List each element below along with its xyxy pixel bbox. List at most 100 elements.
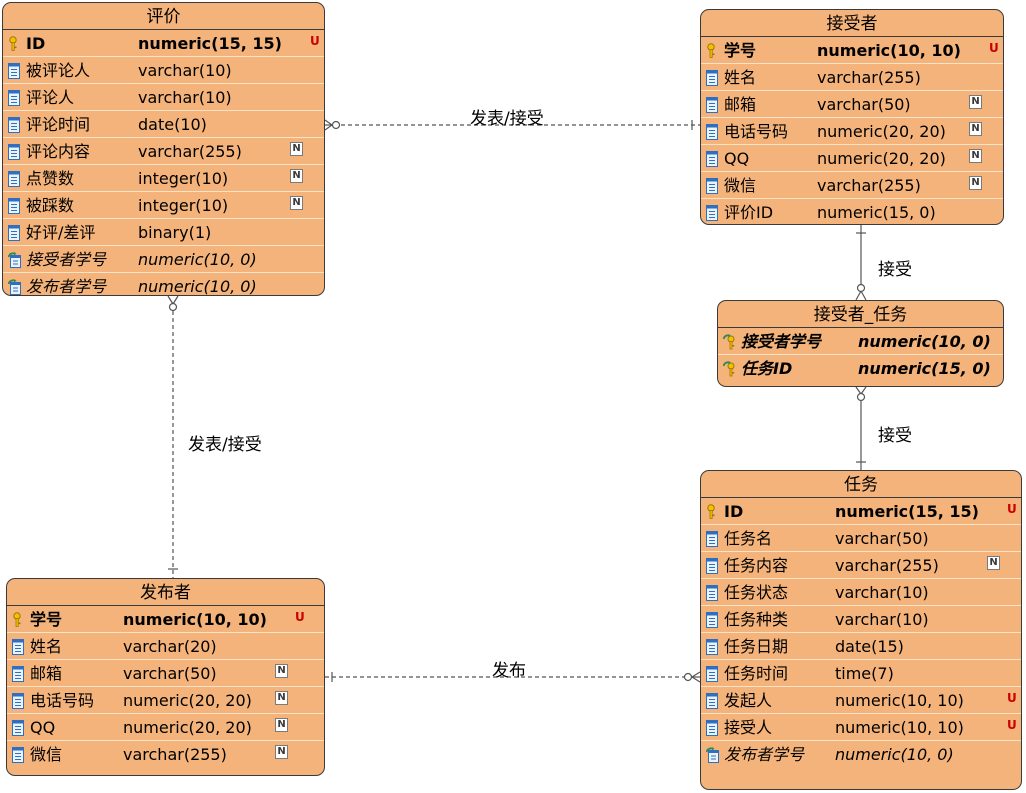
column-name: 点赞数 bbox=[26, 169, 75, 188]
column-type: varchar(50) bbox=[123, 664, 217, 683]
column-name: ID bbox=[26, 34, 46, 53]
column-type: binary(1) bbox=[138, 223, 212, 242]
nullable-flag: N bbox=[969, 95, 982, 109]
column-icon bbox=[12, 744, 24, 763]
column-name: 姓名 bbox=[724, 68, 757, 87]
unique-flag: U bbox=[1007, 502, 1017, 516]
column-row[interactable]: 发布者学号 numeric(10, 0) bbox=[3, 273, 324, 296]
nullable-flag: N bbox=[275, 718, 288, 732]
column-type: varchar(20) bbox=[123, 637, 217, 656]
column-name: 接受者学号 bbox=[741, 332, 822, 351]
column-type: numeric(15, 15) bbox=[835, 502, 979, 521]
nullable-flag: N bbox=[275, 664, 288, 678]
column-row[interactable]: ID numeric(15, 15) U bbox=[701, 498, 1021, 525]
column-name: 微信 bbox=[724, 176, 757, 195]
column-icon bbox=[12, 663, 24, 682]
column-type: varchar(50) bbox=[835, 529, 929, 548]
nullable-flag: N bbox=[290, 169, 303, 183]
nullable-flag: N bbox=[969, 149, 982, 163]
entity-title: 接受者 bbox=[701, 10, 1003, 37]
unique-flag: U bbox=[1007, 718, 1017, 732]
nullable-flag: N bbox=[275, 745, 288, 759]
column-type: varchar(255) bbox=[817, 176, 921, 195]
nullable-flag: N bbox=[969, 122, 982, 136]
column-type: numeric(10, 0) bbox=[138, 277, 257, 296]
relation-label-fabuzhe-renwu: 发布 bbox=[492, 661, 526, 681]
unique-flag: U bbox=[295, 610, 305, 624]
column-icon bbox=[12, 717, 24, 736]
column-icon bbox=[8, 168, 20, 187]
column-type: numeric(20, 20) bbox=[817, 122, 946, 141]
column-name: ID bbox=[724, 502, 744, 521]
column-type: numeric(15, 15) bbox=[138, 34, 282, 53]
foreign-key-icon bbox=[7, 249, 21, 268]
column-name: 发起人 bbox=[724, 691, 773, 710]
column-icon bbox=[706, 663, 718, 682]
column-name: 邮箱 bbox=[724, 95, 757, 114]
column-name: 接受人 bbox=[724, 718, 773, 737]
column-name: 学号 bbox=[30, 610, 63, 629]
column-type: numeric(20, 20) bbox=[123, 718, 252, 737]
column-icon bbox=[12, 690, 24, 709]
column-icon bbox=[706, 717, 718, 736]
column-name: 任务状态 bbox=[724, 583, 789, 602]
relation-label-pingjia-fabuzhe: 发表/接受 bbox=[188, 435, 262, 455]
relation-label-pingjia-jieshouzhe: 发表/接受 bbox=[470, 109, 544, 129]
column-type: numeric(10, 10) bbox=[835, 691, 964, 710]
primary-foreign-key-icon bbox=[722, 358, 735, 377]
column-icon bbox=[8, 141, 20, 160]
column-name: 发布者学号 bbox=[26, 277, 107, 296]
column-icon bbox=[706, 690, 718, 709]
column-name: 评论时间 bbox=[26, 115, 91, 134]
column-type: numeric(10, 0) bbox=[835, 745, 954, 764]
column-type: numeric(10, 10) bbox=[817, 41, 961, 60]
column-type: varchar(10) bbox=[835, 610, 929, 629]
column-icon bbox=[706, 67, 718, 86]
column-type: integer(10) bbox=[138, 196, 229, 215]
nullable-flag: N bbox=[290, 142, 303, 156]
column-icon bbox=[706, 555, 718, 574]
